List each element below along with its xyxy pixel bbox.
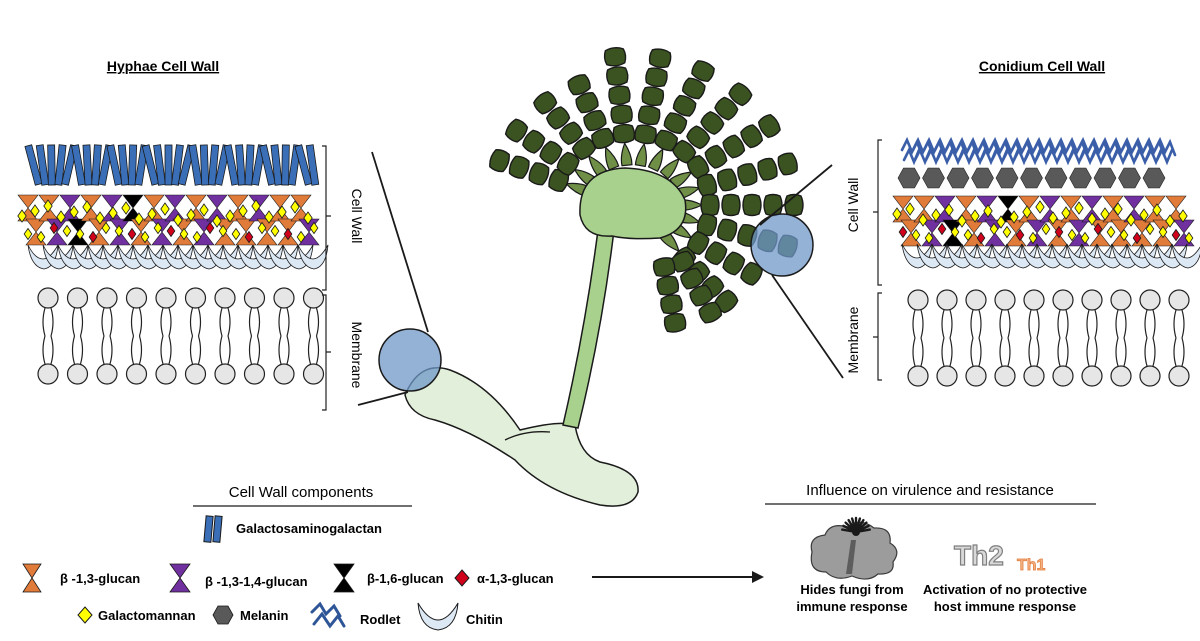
hyphae-title: Hyphae Cell Wall xyxy=(107,58,219,74)
hides-line1: Hides fungi from xyxy=(800,582,903,597)
legend-a13glucan-label: α-1,3-glucan xyxy=(477,571,554,586)
cloud-hidden-fungus-icon xyxy=(810,516,898,580)
legend-b13glucan-icon xyxy=(22,563,42,593)
conidium-membrane-label: Membrane xyxy=(845,306,861,373)
conidium-zoom-circle xyxy=(750,213,814,277)
arrow-head-icon xyxy=(752,571,764,583)
hyphae-membrane-label: Membrane xyxy=(349,322,365,389)
legend-galactomannan-icon xyxy=(77,606,93,624)
th2-logo: Th2 xyxy=(954,540,1004,571)
legend-melanin-icon xyxy=(212,605,234,625)
conidium-cellwall-label: Cell Wall xyxy=(845,178,861,233)
hyphae-membrane-bracket xyxy=(322,294,331,411)
conidium-cellwall-bracket xyxy=(873,139,882,286)
vesicle xyxy=(579,167,687,240)
activation-line1: Activation of no protective xyxy=(923,582,1087,597)
activation-line2: host immune response xyxy=(934,599,1076,614)
th1-logo: Th1 xyxy=(1017,557,1046,574)
hypha-foot-cell xyxy=(404,367,639,507)
conidium-membrane-bracket xyxy=(873,292,882,381)
legend-rodlet-icon xyxy=(310,601,346,629)
legend-galactomannan-label: Galactomannan xyxy=(98,608,196,623)
hypha-zoom-circle xyxy=(378,328,442,392)
legend-chitin-label: Chitin xyxy=(466,612,503,627)
influence-heading: Influence on virulence and resistance xyxy=(806,482,1054,499)
hyphae-cellwall-label: Cell Wall xyxy=(349,189,365,244)
legend-galactosaminogalactan-icon xyxy=(203,515,223,543)
legend-a13glucan-icon xyxy=(454,569,470,587)
hyphae-cellwall-bracket xyxy=(322,145,331,291)
legend-b1314glucan-icon xyxy=(169,563,191,593)
stalk xyxy=(562,229,615,429)
conidium-cell-wall xyxy=(892,136,1200,387)
hides-line2: immune response xyxy=(796,599,907,614)
conidium-title: Conidium Cell Wall xyxy=(979,58,1105,74)
legend-b13glucan-label: β -1,3-glucan xyxy=(60,571,140,586)
legend-b16glucan-icon xyxy=(333,563,355,593)
legend-b16glucan-label: β-1,6-glucan xyxy=(367,571,444,586)
components-heading: Cell Wall components xyxy=(229,484,374,501)
legend-melanin-label: Melanin xyxy=(240,608,288,623)
legend-galactosaminogalactan-label: Galactosaminogalactan xyxy=(236,521,382,536)
conidiophore-illustration xyxy=(357,46,844,507)
legend-rodlet-label: Rodlet xyxy=(360,612,401,627)
legend-chitin-icon xyxy=(417,602,459,631)
legend-b1314glucan-label: β -1,3-1,4-glucan xyxy=(205,574,308,589)
hyphae-cell-wall xyxy=(17,144,329,385)
